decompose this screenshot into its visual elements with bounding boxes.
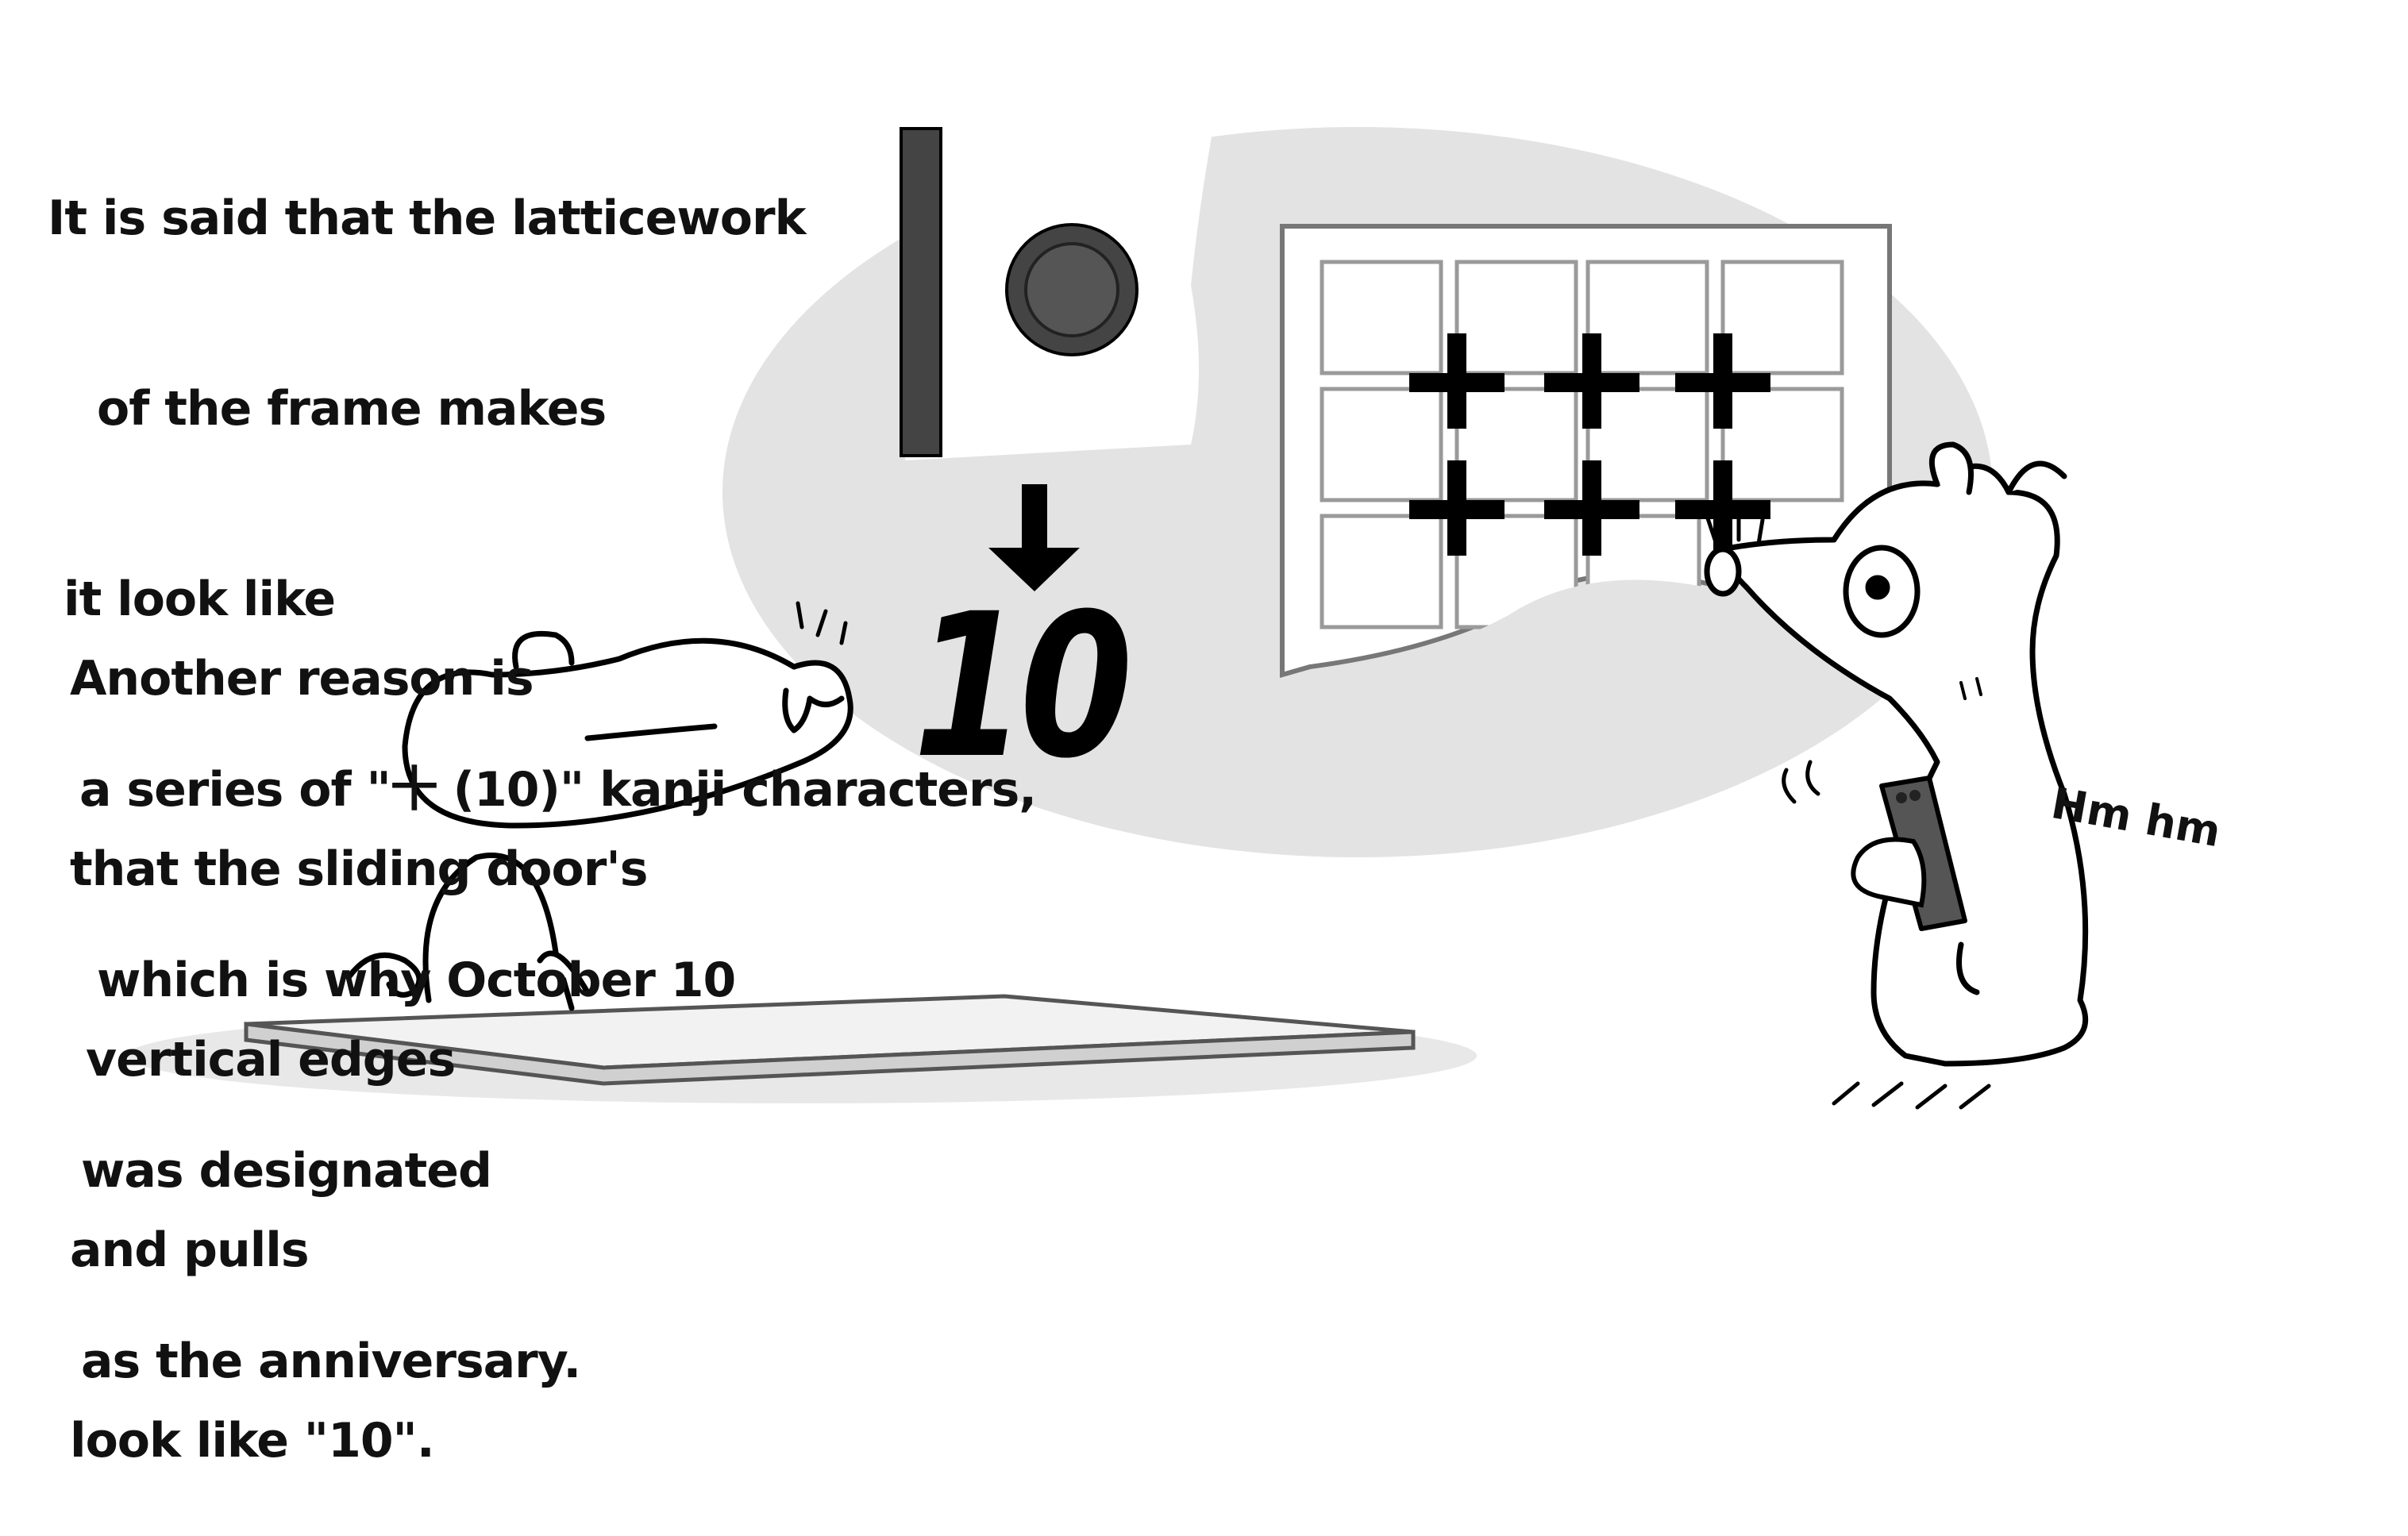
smartphone-icon bbox=[1851, 776, 1967, 931]
cross-kanji-icon bbox=[1409, 333, 1770, 556]
lying-mouse-character bbox=[346, 601, 853, 1011]
big-number-ten: 10 bbox=[913, 571, 1133, 802]
down-arrow-icon bbox=[988, 484, 1080, 591]
caption-line: it look like bbox=[64, 572, 336, 627]
caption-line: look like "10". bbox=[70, 1413, 435, 1469]
door-pull-inner bbox=[1024, 242, 1119, 337]
caption-line: and pulls bbox=[70, 1222, 310, 1278]
caption-line: which is why October 10 bbox=[97, 953, 736, 1008]
caption-line: of the frame makes bbox=[97, 381, 607, 437]
tatami-mat bbox=[244, 994, 1416, 1086]
caption-line: Another reason is bbox=[70, 651, 534, 706]
caption-another-reason: Another reason is that the sliding door'… bbox=[70, 520, 648, 1536]
standing-mouse-character bbox=[1704, 441, 2089, 1110]
caption-line: vertical edges bbox=[86, 1032, 456, 1088]
illustration bbox=[127, 127, 2089, 1110]
caption-line: a series of "十 (10)" kanji characters, bbox=[79, 762, 1037, 818]
door-edge-icon bbox=[900, 127, 942, 457]
caption-line: It is said that the latticework bbox=[48, 191, 807, 246]
caption-line: that the sliding door's bbox=[70, 841, 648, 897]
